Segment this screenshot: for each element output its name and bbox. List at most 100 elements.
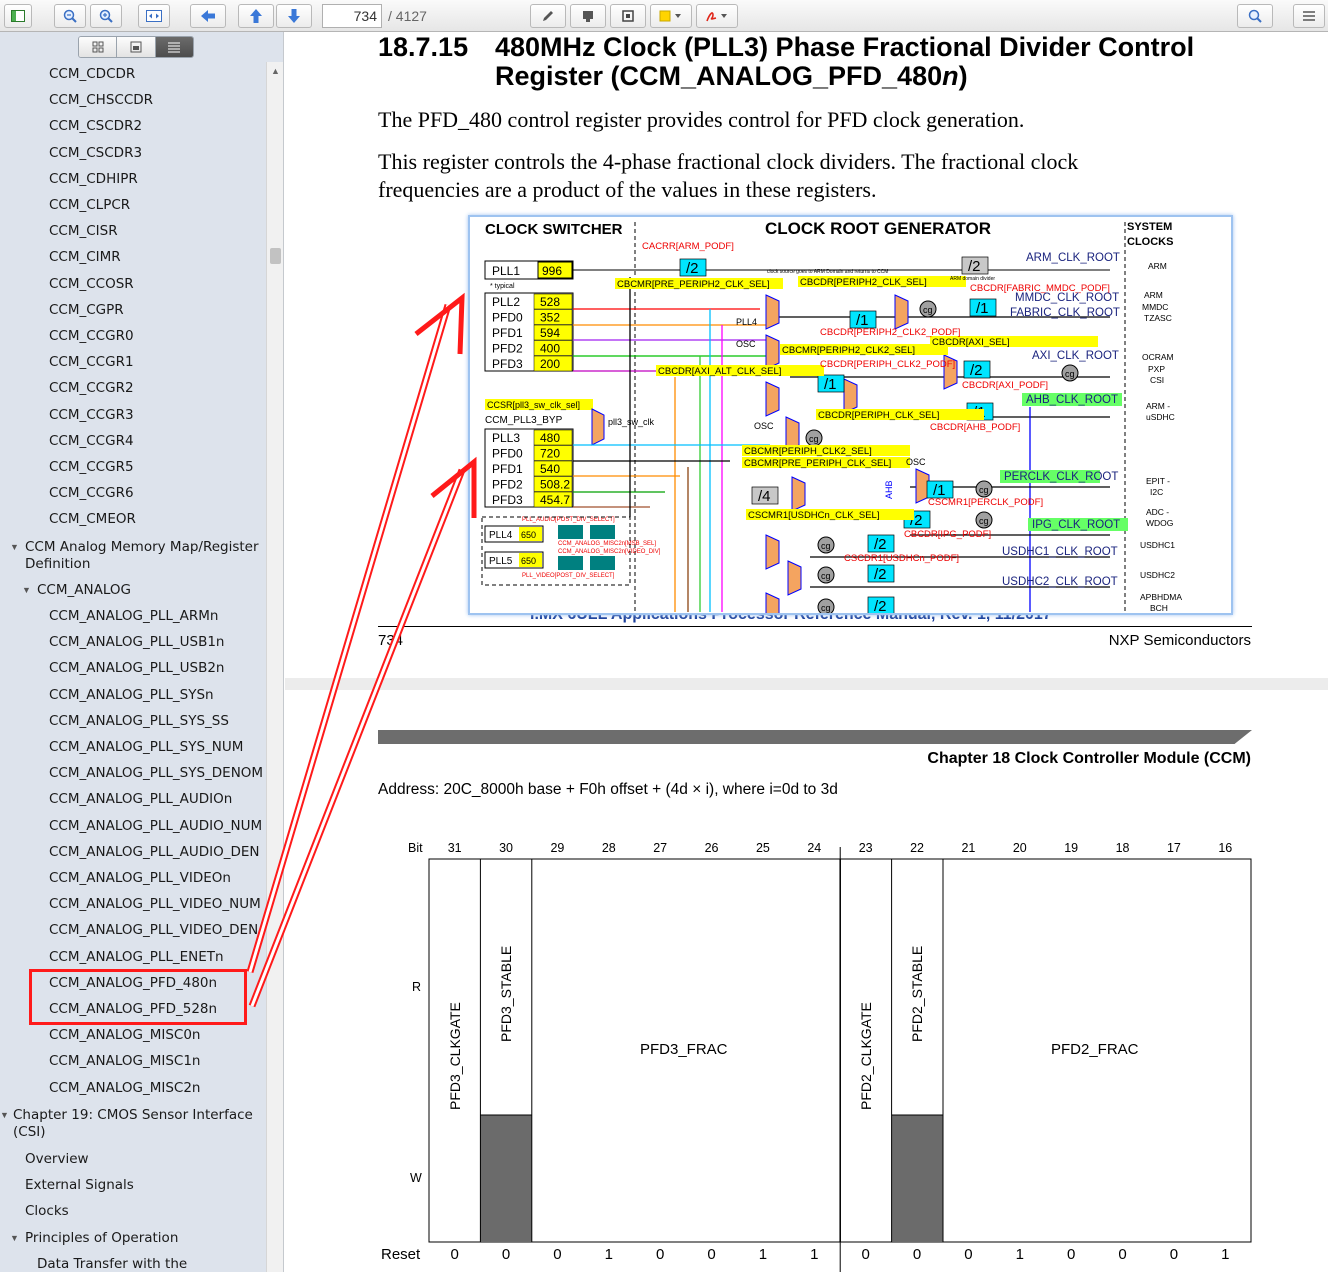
pdf-tools-button[interactable]: [696, 4, 738, 28]
outline-item[interactable]: CCM_CCGR4: [49, 432, 134, 449]
pll-output-value-box: [533, 355, 573, 372]
outline-item[interactable]: CCM_CCGR3: [49, 406, 134, 423]
outline-item[interactable]: CCM_CMEOR: [49, 511, 136, 528]
outline-item[interactable]: CCM_CCGR0: [49, 328, 134, 344]
outline-item[interactable]: CCM_CCOSR: [49, 275, 134, 292]
outline-item[interactable]: Chapter 19: CMOS Sensor Interface (CSI): [13, 1107, 253, 1140]
outline-item[interactable]: CCM_ANALOG_PLL_ENETn: [49, 948, 224, 965]
menu-button[interactable]: [1293, 4, 1325, 28]
next-page-button[interactable]: [276, 4, 312, 28]
outline-item[interactable]: CCM_ANALOG_PLL_SYS_DENOM: [49, 765, 264, 782]
reset-value: 1: [1221, 1246, 1229, 1263]
pll-output-value-box: [533, 491, 573, 508]
outline-item[interactable]: CCM_ANALOG_MISC2n: [49, 1079, 201, 1096]
header-clock-root-generator: CLOCK ROOT GENERATOR: [765, 219, 991, 238]
outline-item[interactable]: CCM_CHSCCDR: [49, 92, 154, 109]
page-number-input[interactable]: 734: [322, 4, 382, 28]
stamp-button[interactable]: [570, 4, 606, 28]
outline-item[interactable]: CCM_ANALOG_MISC0n: [49, 1027, 201, 1044]
outline-item[interactable]: CCM_CISR: [49, 223, 118, 240]
outline-item[interactable]: CCM_CCGR1: [49, 354, 134, 371]
outline-item[interactable]: CCM_CIMR: [49, 249, 121, 266]
root-clocks: ARM_CLK_ROOTMMDC_CLK_ROOTFABRIC_CLK_ROOT…: [1000, 252, 1128, 588]
misc-label: ARM domain divider: [950, 276, 995, 282]
outline-item[interactable]: Principles of Operation: [25, 1230, 179, 1246]
outline-item[interactable]: CCM Analog Memory Map/Register Definitio…: [25, 539, 259, 572]
search-button[interactable]: [1237, 4, 1273, 28]
disclosure-triangle-icon[interactable]: ▼: [10, 542, 19, 552]
outline-item[interactable]: CCM_ANALOG_PLL_SYS_NUM: [49, 739, 244, 755]
reset-value: 0: [451, 1246, 459, 1263]
mux-shape: [787, 560, 802, 596]
chapter-title: Chapter 18 Clock Controller Module (CCM): [927, 750, 1251, 767]
sidebar-scrollbar[interactable]: ▲: [266, 62, 283, 1272]
tab-thumbnails-single[interactable]: [117, 37, 156, 57]
fit-width-button[interactable]: [138, 4, 170, 28]
outline-item[interactable]: CCM_ANALOG_PLL_VIDEO_DEN: [49, 922, 259, 939]
outline-item[interactable]: External Signals: [25, 1177, 134, 1193]
divider-register-label: CBCDR[IPG_PODF]: [904, 529, 991, 540]
outline-item[interactable]: CCM_ANALOG_PLL_AUDIO_DEN: [49, 843, 260, 860]
outline-item[interactable]: CCM_ANALOG_PLL_USB1n: [49, 634, 225, 651]
previous-page-button[interactable]: [238, 4, 274, 28]
video-div-box-2: [590, 556, 615, 570]
system-clock-label: USDHC2: [1140, 570, 1175, 580]
outline-item[interactable]: CCM_ANALOG_PLL_SYSn: [49, 686, 214, 703]
outline-item[interactable]: CCM_CSCDR2: [49, 118, 143, 135]
pfd3-stable-w-shade: [480, 1115, 532, 1242]
arrow-left-icon: [201, 10, 215, 22]
outline-item[interactable]: CCM_ANALOG_PLL_VIDEOn: [49, 870, 231, 886]
outline-item[interactable]: CCM_CLPCR: [49, 197, 131, 213]
divider-box: [926, 480, 954, 499]
zoom-in-button[interactable]: [90, 4, 122, 28]
sidebar-toggle-button[interactable]: [4, 4, 32, 28]
tab-outline[interactable]: [155, 37, 193, 57]
disclosure-triangle-icon[interactable]: ▼: [22, 585, 31, 595]
outline-item[interactable]: Clocks: [25, 1203, 69, 1219]
scroll-up-arrow-icon[interactable]: ▲: [271, 66, 280, 76]
selector-label: CBCDR[PERIPH2_CLK_SEL]: [800, 277, 927, 288]
back-button[interactable]: [190, 4, 226, 28]
zoom-out-button[interactable]: [54, 4, 86, 28]
outline-item[interactable]: CCM_ANALOG_PLL_USB2n: [49, 660, 225, 677]
ahb-label: AHB: [884, 480, 894, 499]
outline-item[interactable]: CCM_ANALOG_PLL_AUDIOn: [49, 791, 233, 808]
mux-shape: [843, 378, 858, 414]
outline-item[interactable]: CCM_ANALOG_PFD_528n: [49, 1001, 218, 1017]
tab-thumbnails-grid[interactable]: [79, 37, 118, 57]
outline-item[interactable]: CCM_ANALOG_MISC1n: [49, 1053, 201, 1070]
outline-item[interactable]: Data Transfer with the: [37, 1256, 188, 1272]
outline-item[interactable]: CCM_CGPR: [49, 301, 124, 318]
system-clock-label: APBHDMA: [1140, 592, 1182, 602]
outline-item[interactable]: CCM_ANALOG_PLL_AUDIO_NUM: [49, 817, 263, 834]
disclosure-triangle-icon[interactable]: ▼: [10, 1233, 19, 1243]
outline-item[interactable]: CCM_ANALOG_PLL_SYS_SS: [49, 712, 229, 729]
document-view[interactable]: 18.7.15 480MHz Clock (PLL3) Phase Fracti…: [285, 32, 1328, 1272]
outline-item[interactable]: CCM_ANALOG_PFD_480n: [49, 974, 218, 991]
root-clock-label: USDHC1_CLK_ROOT: [1002, 546, 1118, 558]
outline-item[interactable]: CCM_CSCDR3: [49, 144, 143, 161]
outline-item[interactable]: CCM_ANALOG_PLL_VIDEO_NUM: [49, 896, 261, 913]
pll-output-name: PFD0: [492, 311, 523, 325]
selector-label-bg: [656, 365, 824, 376]
pll-output-name: PFD3: [492, 357, 523, 371]
outline-item[interactable]: CCM_ANALOG: [37, 582, 131, 598]
annotate-pen-button[interactable]: [530, 4, 566, 28]
highlight-color-button[interactable]: [650, 4, 692, 28]
outline-item[interactable]: CCM_CDHIPR: [49, 170, 138, 187]
crop-button[interactable]: [610, 4, 646, 28]
scrollbar-thumb[interactable]: [270, 248, 281, 264]
bit-number: 24: [807, 841, 821, 855]
selector-label: CBCMR[PRE_PERIPH_CLK_SEL]: [744, 458, 891, 469]
outline-item[interactable]: CCM_CCGR5: [49, 459, 134, 475]
outline-item[interactable]: CCM_ANALOG_PLL_ARMn: [49, 608, 219, 624]
disclosure-triangle-icon[interactable]: ▼: [0, 1110, 9, 1120]
outline-item[interactable]: CCM_CCGR2: [49, 380, 134, 397]
divider-register-label: CBCDR[AHB_PODF]: [930, 422, 1020, 433]
grid-icon: [92, 41, 104, 53]
outline-item[interactable]: CCM_CDCDR: [49, 66, 136, 82]
outline-item[interactable]: Overview: [25, 1151, 89, 1167]
outline-item[interactable]: CCM_CCGR6: [49, 485, 134, 502]
register-address: Address: 20C_8000h base + F0h offset + (…: [378, 781, 838, 798]
